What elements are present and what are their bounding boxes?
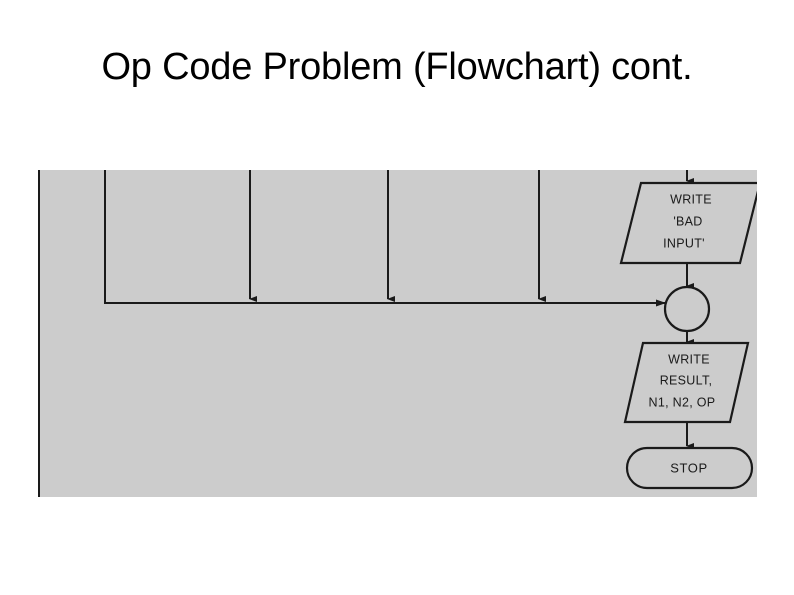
- node-text-line-1: STOP: [670, 460, 708, 475]
- node-write-result[interactable]: WRITE RESULT, N1, N2, OP: [623, 341, 750, 424]
- merge-bus-group: [104, 170, 666, 307]
- node-merge-connector[interactable]: [663, 285, 711, 333]
- flowchart-diagram: WRITE 'BAD INPUT' WRITE RESULT, N1, N2, …: [104, 170, 757, 490]
- node-text-line-2: RESULT,: [660, 373, 713, 387]
- node-text-line-1: WRITE: [668, 352, 710, 366]
- node-text-line-2: 'BAD: [673, 214, 702, 228]
- flowchart-panel: WRITE 'BAD INPUT' WRITE RESULT, N1, N2, …: [38, 170, 757, 497]
- node-text-line-3: INPUT': [663, 236, 705, 250]
- page-title: Op Code Problem (Flowchart) cont.: [101, 46, 693, 88]
- panel-left-border: [38, 170, 40, 497]
- node-text-line-1: WRITE: [670, 192, 712, 206]
- connector-circle: [663, 285, 711, 333]
- node-write-bad-input[interactable]: WRITE 'BAD INPUT': [619, 181, 757, 265]
- parallelogram-shape: [623, 341, 750, 424]
- parallelogram-shape: [619, 181, 757, 265]
- terminator-shape: [625, 446, 754, 490]
- branch-1-elbow: [104, 170, 654, 304]
- node-text-line-3: N1, N2, OP: [649, 395, 716, 409]
- node-stop[interactable]: STOP: [625, 446, 754, 490]
